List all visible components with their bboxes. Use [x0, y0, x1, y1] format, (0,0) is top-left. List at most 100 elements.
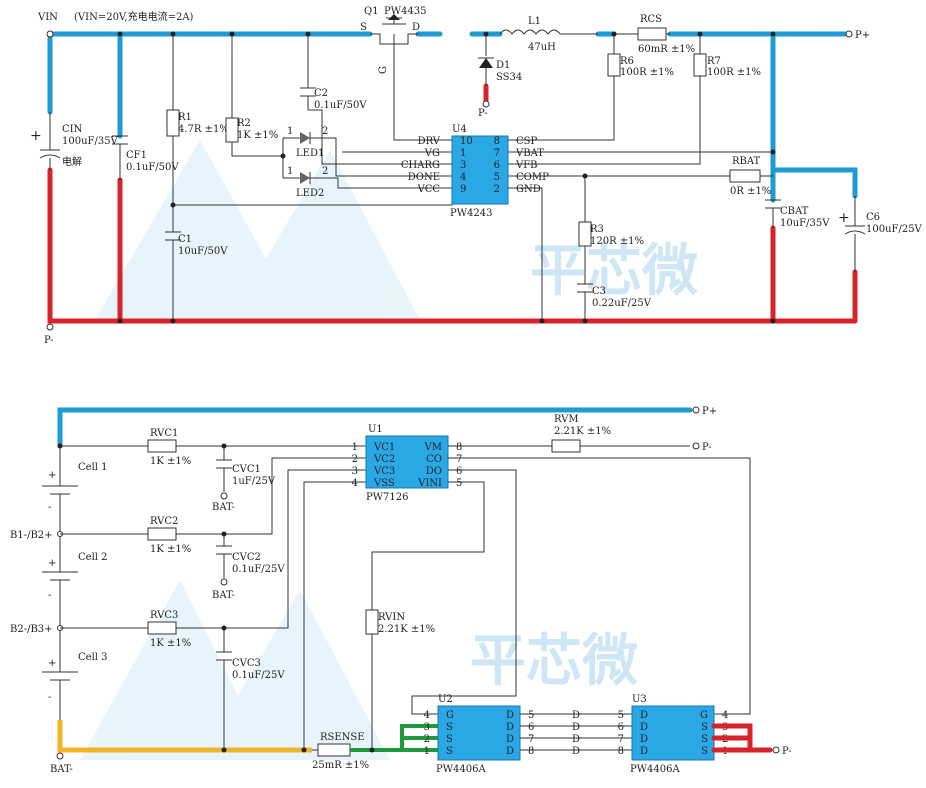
c6-capacitor — [844, 196, 866, 272]
cin-value: 100uF/35V — [62, 136, 119, 147]
u3-left-label-1: D — [640, 722, 648, 733]
u1-left-pin-2: 3 — [352, 466, 358, 477]
cell1-minus: - — [48, 502, 51, 513]
rvc2-ref: RVC2 — [150, 516, 178, 527]
rbat-value: 0R ±1% — [730, 186, 771, 197]
u3-left-pin-2: 7 — [618, 734, 624, 745]
u4-left-label-4: VCC — [416, 184, 440, 195]
r6-ref: R6 — [620, 56, 634, 67]
u2-left-pin-2: 2 — [424, 734, 430, 745]
u4-left-pin-4: 9 — [460, 184, 466, 195]
cvc1-capacitor — [216, 446, 232, 492]
vin-terminal — [46, 30, 54, 38]
l1-value: 47uH — [528, 42, 556, 53]
led2-pin2: 2 — [322, 166, 328, 177]
c2-capacitor — [300, 87, 316, 97]
q1-pin-s: S — [360, 22, 367, 33]
cin-capacitor — [39, 112, 61, 170]
rvin-resistor — [365, 609, 379, 635]
r3-resistor — [578, 221, 592, 247]
u2-left-pin-0: 4 — [424, 710, 430, 721]
u2-left-pin-3: 1 — [424, 746, 430, 757]
cell3-minus: - — [48, 692, 51, 703]
u4-right-label-2: VFB — [515, 160, 538, 171]
r6-resistor — [607, 53, 621, 77]
u2-right-label-0: D — [506, 710, 514, 721]
u4-left-pin-3: 4 — [460, 172, 466, 183]
u4-right-label-3: COMP — [516, 172, 549, 183]
r7-resistor — [693, 53, 707, 77]
rvin-ref: RVIN — [378, 612, 405, 623]
rvc1-ref: RVC1 — [150, 428, 178, 439]
vin-note: (VIN=20V,充电电流=2A) — [74, 10, 194, 23]
u3-left-label-3: D — [640, 746, 648, 757]
r2-value: 1K ±1% — [237, 130, 278, 141]
u1-right-label-1: CO — [426, 454, 442, 465]
mid-d-label-0: D — [572, 710, 580, 721]
u2-left-pin-1: 3 — [424, 722, 430, 733]
u3-right-label-0: G — [700, 710, 708, 721]
u4-right-label-4: GND — [516, 184, 541, 195]
r7-ref: R7 — [707, 56, 721, 67]
u4-ref: U4 — [452, 124, 467, 135]
rsense-ref: RSENSE — [320, 732, 365, 743]
u4-right-pin-1: 7 — [494, 148, 500, 159]
mid-d-label-1: D — [572, 722, 580, 733]
c6-ref: C6 — [866, 212, 880, 223]
u2-left-label-3: S — [446, 746, 453, 757]
l1-inductor — [499, 29, 598, 35]
cell1-plus: + — [48, 470, 56, 481]
d1-value: SS34 — [496, 72, 522, 83]
top-pplus-label: P+ — [855, 30, 870, 41]
q1-pin-g: G — [378, 66, 389, 74]
u2-right-pin-0: 5 — [528, 710, 534, 721]
led2-pin1: 1 — [287, 166, 293, 177]
u1-chip — [365, 435, 449, 489]
q1-pin-d: D — [412, 22, 420, 33]
u1-left-label-1: VC2 — [373, 454, 395, 465]
u4-right-label-1: VBAT — [515, 148, 544, 159]
c6-value: 100uF/25V — [866, 224, 923, 235]
c3-capacitor — [577, 283, 593, 293]
u4-left-label-3: DONE — [408, 172, 440, 183]
u4-left-label-1: VG — [424, 148, 440, 159]
u3-pminus-label: P- — [782, 746, 792, 757]
q1-mosfet — [370, 14, 418, 60]
r1-value: 4.7R ±1% — [178, 124, 229, 135]
cvc2-capacitor — [216, 534, 232, 578]
cvc3-value: 0.1uF/25V — [232, 670, 285, 681]
cell2-minus: - — [48, 590, 51, 601]
u2-ref: U2 — [438, 694, 453, 705]
led1 — [295, 132, 318, 144]
led2 — [295, 172, 318, 184]
bottom-pminus-label: P- — [702, 442, 712, 453]
u3-pminus-terminal — [772, 746, 780, 754]
u4-right-pin-2: 6 — [494, 160, 500, 171]
u4-left-label-0: DRV — [418, 136, 441, 147]
rbat-ref: RBAT — [732, 156, 761, 167]
cvc2-bat-minus: BAT- — [212, 590, 235, 601]
u3-right-pin-0: 4 — [722, 710, 728, 721]
rvc3-resistor — [147, 621, 177, 635]
cvc1-value: 1uF/25V — [232, 476, 276, 487]
cbat-value: 10uF/35V — [780, 218, 830, 229]
cin-ref: CIN — [62, 124, 83, 135]
cvc1-bat-minus: BAT- — [212, 502, 235, 513]
rvc2-resistor — [147, 527, 177, 541]
u4-right-label-0: CSP — [516, 136, 538, 147]
u1-part: PW7126 — [366, 492, 408, 503]
cvc1-ref: CVC1 — [232, 464, 261, 475]
l1-ref: L1 — [528, 16, 541, 27]
d1-diode — [478, 57, 494, 86]
cvc2-value: 0.1uF/25V — [232, 564, 285, 575]
u4-left-pin-1: 1 — [460, 148, 466, 159]
c2-ref: C2 — [314, 88, 328, 99]
u2-part: PW4406A — [436, 764, 486, 775]
cf1-value: 0.1uF/50V — [126, 162, 179, 173]
u2-left-label-2: S — [446, 734, 453, 745]
b12-label: B1-/B2+ — [10, 530, 53, 541]
bottom-pminus-terminal — [692, 442, 700, 450]
c3-ref: C3 — [592, 286, 606, 297]
cvc3-ref: CVC3 — [232, 658, 261, 669]
